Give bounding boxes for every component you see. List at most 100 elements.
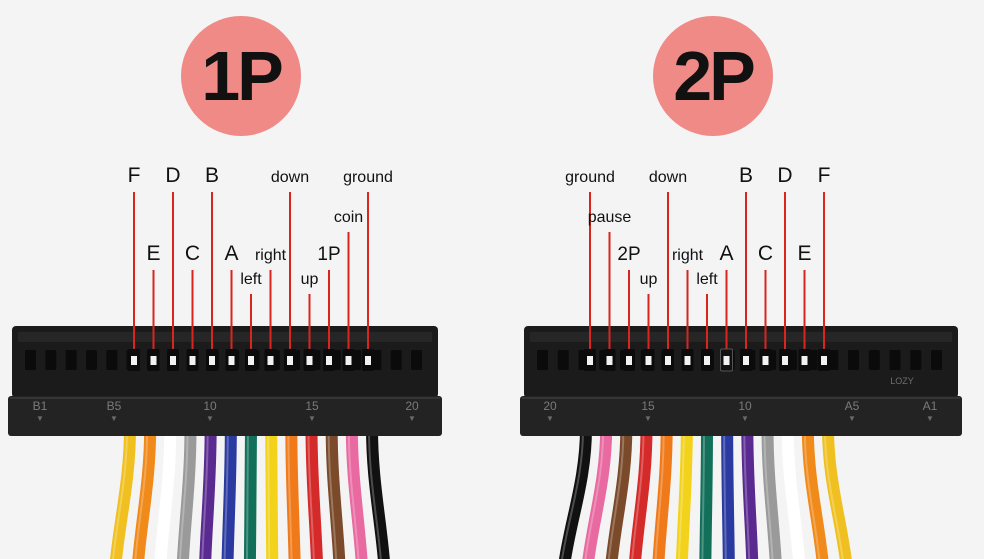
pin-cavity xyxy=(537,350,548,370)
pin-arrow-mark: ▼ xyxy=(408,414,416,423)
wire-highlight xyxy=(178,429,189,559)
wire-highlight xyxy=(803,429,821,559)
pin-cavity xyxy=(45,350,57,370)
pin-contact xyxy=(267,356,274,365)
pin-contact xyxy=(189,356,196,365)
wire xyxy=(605,422,633,559)
wire-highlight xyxy=(156,429,169,559)
wire-highlight xyxy=(678,429,685,559)
wire xyxy=(110,422,136,559)
pin-cavity xyxy=(106,350,118,370)
pin-number-mark: 20 xyxy=(405,399,419,413)
pin-cavity xyxy=(910,350,922,370)
pin-contact xyxy=(645,356,652,365)
player-2-badge: 2P xyxy=(653,16,773,136)
pin-contact xyxy=(743,356,749,365)
pin-contact xyxy=(150,356,157,365)
pin-cavity xyxy=(889,350,901,370)
wire xyxy=(176,422,197,559)
pin-label: D xyxy=(777,164,792,187)
pin-contact xyxy=(209,356,215,365)
pin-cavity xyxy=(411,350,422,370)
pin-label: down xyxy=(649,169,687,186)
wire-highlight xyxy=(347,429,360,559)
wire-highlight xyxy=(743,429,751,559)
pin-label: F xyxy=(128,164,141,187)
pin-contact xyxy=(170,356,176,365)
pin-contact xyxy=(228,356,235,365)
wire-highlight xyxy=(701,429,705,559)
wire-highlight xyxy=(287,429,293,559)
wire-highlight xyxy=(327,429,338,559)
pin-cavity xyxy=(65,350,77,370)
pin-number-mark: A1 xyxy=(923,399,938,413)
pin-contact xyxy=(287,356,293,365)
pin-label: ground xyxy=(343,169,393,186)
pin-label: left xyxy=(696,271,718,288)
wire xyxy=(199,422,217,559)
pin-cavity xyxy=(848,350,860,370)
pin-label: C xyxy=(758,242,773,265)
left-connector: FEDCBAleftrightdownup1PcoingroundB1▼B5▼1… xyxy=(8,164,442,559)
pin-contact xyxy=(626,356,632,365)
wire-highlight xyxy=(134,429,149,559)
housing-ridge xyxy=(530,332,952,342)
wire xyxy=(652,422,673,559)
wire xyxy=(741,422,759,559)
wire xyxy=(132,422,157,559)
pin-contact xyxy=(131,356,137,365)
pin-number-mark: 20 xyxy=(543,399,557,413)
housing-ridge xyxy=(18,332,432,342)
pin-cavity xyxy=(827,350,839,370)
pin-label: down xyxy=(271,169,309,186)
wire-highlight xyxy=(307,429,315,559)
pin-label: B xyxy=(739,164,753,187)
pin-contact xyxy=(345,356,352,365)
pin-contact xyxy=(606,356,613,365)
pin-number-mark: A5 xyxy=(845,399,860,413)
pin-label: D xyxy=(165,164,180,187)
pin-label: F xyxy=(818,164,831,187)
pin-arrow-mark: ▼ xyxy=(36,414,44,423)
left-housing-top xyxy=(12,326,438,398)
pin-contact xyxy=(782,356,788,365)
wire xyxy=(221,422,237,559)
wire-highlight xyxy=(763,429,774,559)
pin-label: C xyxy=(185,242,200,265)
wire xyxy=(345,422,368,559)
pin-label: left xyxy=(240,271,262,288)
left-housing-skirt xyxy=(8,396,442,436)
pin-label: E xyxy=(146,242,160,265)
wire-highlight xyxy=(723,429,727,559)
wire-highlight xyxy=(112,429,128,559)
pin-label: A xyxy=(224,242,238,265)
pin-contact xyxy=(821,356,827,365)
wire xyxy=(676,422,693,559)
wire xyxy=(721,422,735,559)
wire xyxy=(305,422,323,559)
wire xyxy=(781,422,805,559)
wire-highlight xyxy=(584,429,605,559)
pin-cavity xyxy=(868,350,880,370)
wire-highlight xyxy=(607,429,625,559)
wire-highlight xyxy=(201,429,209,559)
pin-arrow-mark: ▼ xyxy=(848,414,856,423)
player-1-badge: 1P xyxy=(181,16,301,136)
pin-contact xyxy=(587,356,593,365)
right-wire-bundle xyxy=(559,422,852,559)
pin-arrow-mark: ▼ xyxy=(110,414,118,423)
pin-cavity xyxy=(85,350,97,370)
wire-highlight xyxy=(561,429,584,559)
wire-highlight xyxy=(631,429,645,559)
pin-number-mark: 10 xyxy=(738,399,752,413)
wire xyxy=(629,422,653,559)
pin-label: B xyxy=(205,164,219,187)
pin-arrow-mark: ▼ xyxy=(546,414,554,423)
right-connector: groundpause2PupdownrightleftABCDEF20▼15▼… xyxy=(520,164,962,559)
wire-highlight xyxy=(824,429,844,559)
pin-label: up xyxy=(640,271,658,288)
wire xyxy=(699,422,713,559)
pin-label: right xyxy=(672,247,704,264)
pin-contact xyxy=(704,356,710,365)
